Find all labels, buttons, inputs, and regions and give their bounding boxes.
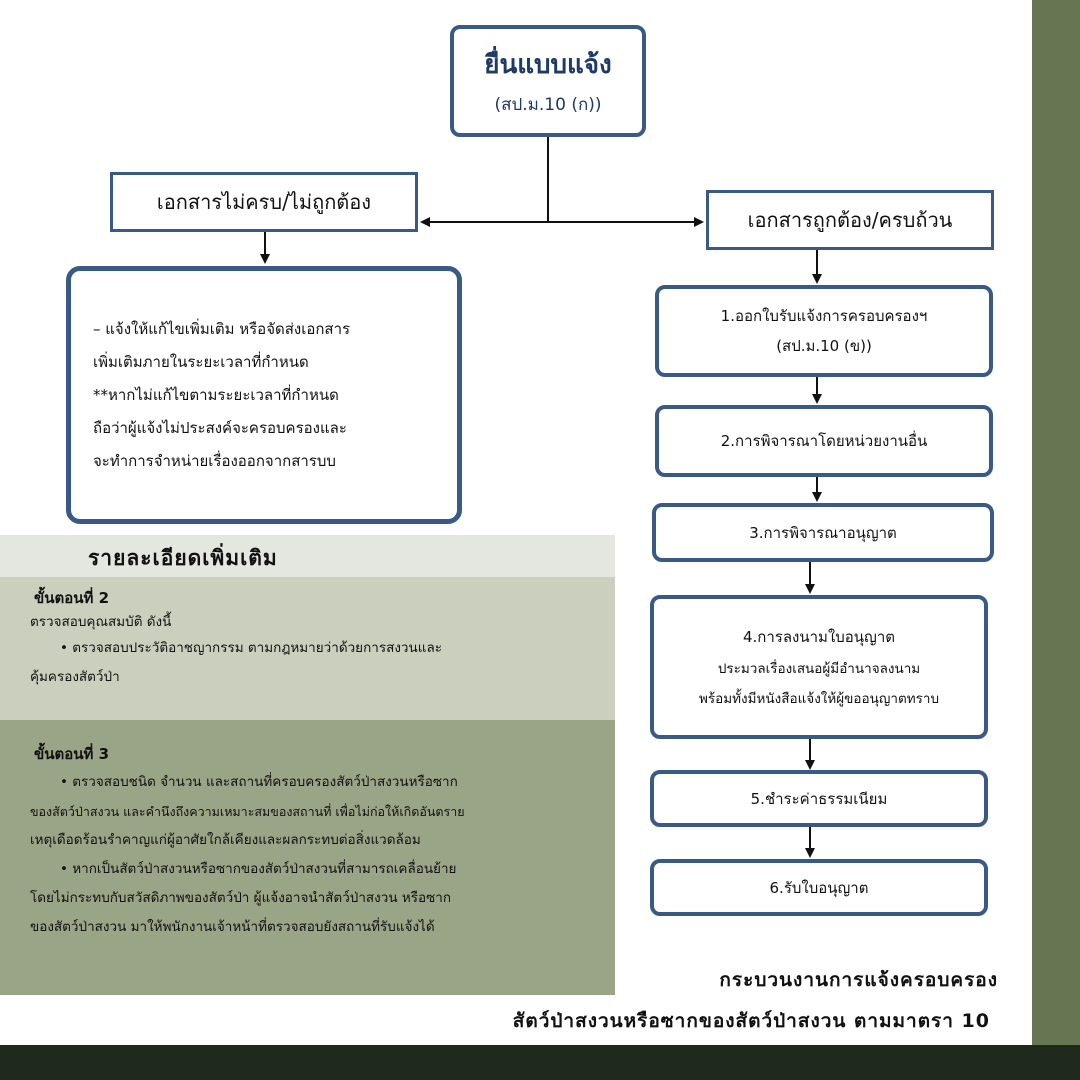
step3-details: ขั้นตอนที่ 3 • ตรวจสอบชนิด จำนวน และสถาน… [30, 742, 614, 942]
step3-heading: ขั้นตอนที่ 3 [34, 745, 110, 763]
correction-note-box: – แจ้งให้แก้ไขเพิ่มเติม หรือจัดส่งเอกสาร… [66, 266, 462, 524]
step-1-code: (สป.ม.10 (ข)) [776, 337, 872, 355]
step-3-box: 3.การพิจารณาอนุญาต [652, 503, 994, 562]
details-step2-panel [0, 577, 615, 720]
step-1-box: 1.ออกใบรับแจ้งการครอบครองฯ (สป.ม.10 (ข)) [655, 285, 993, 377]
details-title-panel [0, 535, 615, 577]
note-line: จะทำการจำหน่ายเรื่องออกจากสารบบ [93, 451, 336, 470]
step-1-label: 1.ออกใบรับแจ้งการครอบครองฯ [720, 307, 928, 325]
step3-line: • ตรวจสอบชนิด จำนวน และสถานที่ครอบครองสั… [60, 774, 458, 790]
submit-form-box: ยื่นแบบแจ้ง (สป.ม.10 (ก)) [450, 25, 646, 137]
side-decor-bar [1032, 0, 1080, 1080]
step2-line: ตรวจสอบคุณสมบัติ ดังนี้ [30, 614, 172, 630]
step3-line: ของสัตว์ป่าสงวน และคำนึงถึงความเหมาะสมขอ… [30, 804, 465, 819]
complete-docs-box: เอกสารถูกต้อง/ครบถ้วน [706, 190, 994, 250]
step3-line: • หากเป็นสัตว์ป่าสงวนหรือซากของสัตว์ป่าส… [60, 861, 457, 877]
step-5-label: 5.ชำระค่าธรรมเนียม [750, 789, 888, 808]
details-step3-panel [0, 720, 615, 995]
step3-line: ของสัตว์ป่าสงวน มาให้พนักงานเจ้าหน้าที่ต… [30, 919, 435, 935]
note-line: – แจ้งให้แก้ไขเพิ่มเติม หรือจัดส่งเอกสาร [93, 319, 351, 338]
submit-form-title: ยื่นแบบแจ้ง [484, 50, 612, 80]
step-2-label: 2.การพิจารณาโดยหน่วยงานอื่น [720, 432, 928, 450]
step-4-detail: ประมวลเรื่องเสนอผู้มีอำนาจลงนาม [717, 661, 921, 677]
step-4-box: 4.การลงนามใบอนุญาต ประมวลเรื่องเสนอผู้มี… [650, 595, 988, 739]
bottom-decor-bar [0, 1045, 1080, 1080]
details-title: รายละเอียดเพิ่มเติม [88, 546, 278, 570]
step-6-label: 6.รับใบอนุญาต [769, 878, 869, 897]
step-4-label: 4.การลงนามใบอนุญาต [742, 628, 895, 646]
step2-heading: ขั้นตอนที่ 2 [34, 589, 110, 607]
submit-form-code: (สป.ม.10 (ก)) [494, 95, 602, 115]
step3-line: เหตุเดือดร้อนรำคาญแก่ผู้อาศัยใกล้เคียงแล… [30, 832, 421, 848]
note-line: เพิ่มเติมภายในระยะเวลาที่กำหนด [93, 352, 309, 371]
step3-line: โดยไม่กระทบกับสวัสดิภาพของสัตว์ป่า ผู้แจ… [30, 890, 452, 906]
step2-line: คุ้มครองสัตว์ป่า [30, 669, 120, 685]
note-line: ถือว่าผู้แจ้งไม่ประสงค์จะครอบครองและ [93, 418, 347, 437]
step2-line: • ตรวจสอบประวัติอาชญากรรม ตามกฎหมายว่าด้… [60, 640, 442, 656]
footer-title-line-2: สัตว์ป่าสงวนหรือซากของสัตว์ป่าสงวน ตามมา… [512, 1010, 990, 1032]
step-2-box: 2.การพิจารณาโดยหน่วยงานอื่น [655, 405, 993, 477]
footer-title-line-1: กระบวนงานการแจ้งครอบครอง [719, 969, 998, 991]
note-line: **หากไม่แก้ไขตามระยะเวลาที่กำหนด [93, 385, 339, 404]
complete-docs-label: เอกสารถูกต้อง/ครบถ้วน [747, 208, 953, 232]
step-6-box: 6.รับใบอนุญาต [650, 859, 988, 916]
step2-details: ขั้นตอนที่ 2 ตรวจสอบคุณสมบัติ ดังนี้ • ต… [30, 586, 609, 692]
step-5-box: 5.ชำระค่าธรรมเนียม [650, 770, 988, 827]
step-4-detail: พร้อมทั้งมีหนังสือแจ้งให้ผู้ขออนุญาตทราบ [698, 691, 940, 707]
step-3-label: 3.การพิจารณาอนุญาต [749, 523, 897, 542]
incomplete-docs-box: เอกสารไม่ครบ/ไม่ถูกต้อง [110, 172, 418, 232]
incomplete-docs-label: เอกสารไม่ครบ/ไม่ถูกต้อง [156, 190, 372, 214]
